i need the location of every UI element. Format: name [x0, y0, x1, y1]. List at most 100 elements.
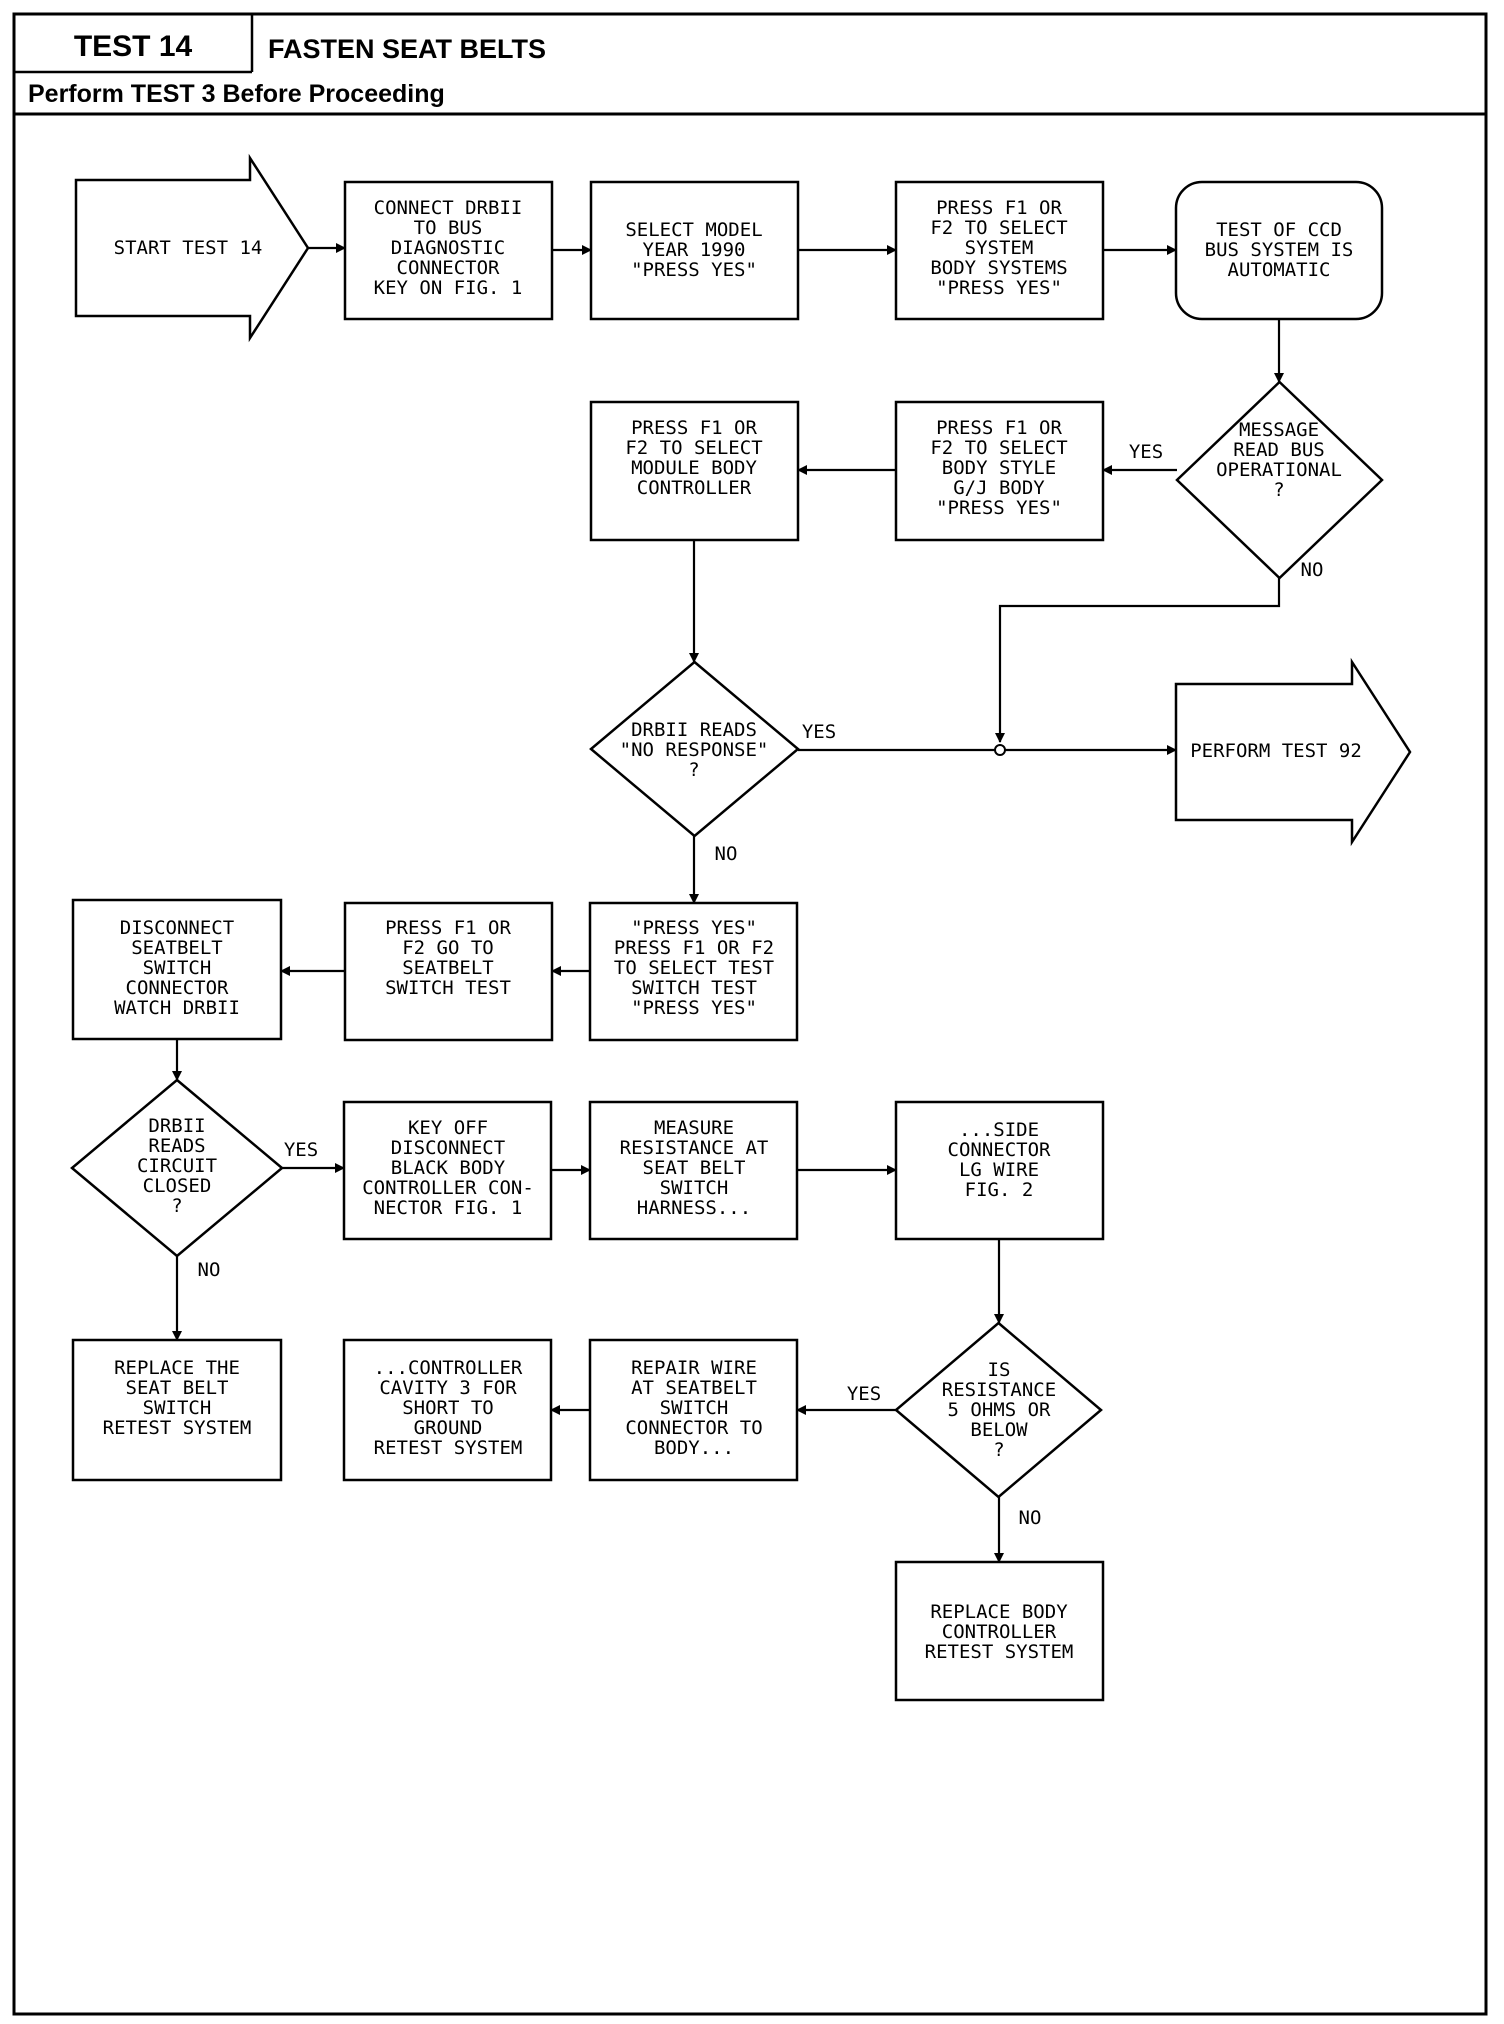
- node-text-line: BODY STYLE: [942, 457, 1056, 479]
- node-test92: PERFORM TEST 92: [1174, 657, 1412, 847]
- node-text-line: TO SELECT TEST: [614, 957, 774, 979]
- node-text-line: CONNECTOR: [126, 977, 230, 999]
- node-shape-rect: [343, 180, 554, 321]
- node-text-line: F2 GO TO: [402, 937, 494, 959]
- node-text-line: SWITCH TEST: [631, 977, 757, 999]
- node-text-line: CONNECTOR TO: [625, 1417, 762, 1439]
- edge-label-no: NO: [1301, 559, 1324, 581]
- node-text-line: F2 TO SELECT: [930, 437, 1067, 459]
- node-text-line: F2 TO SELECT: [930, 217, 1067, 239]
- edge-label-yes: YES: [1129, 441, 1163, 463]
- node-shape-diamond: [70, 1078, 284, 1258]
- node-text-line: SWITCH: [660, 1177, 729, 1199]
- node-text-line: ?: [688, 759, 699, 781]
- node-shape-rect: [588, 901, 799, 1042]
- node-text-line: MEASURE: [654, 1117, 734, 1139]
- node-text-line: AT SEATBELT: [631, 1377, 757, 1399]
- node-shape-rect: [588, 1338, 799, 1482]
- node-text-line: F2 TO SELECT: [625, 437, 762, 459]
- connectors: [172, 243, 1284, 1563]
- node-text-line: YEAR 1990: [643, 239, 746, 261]
- node-text-line: BLACK BODY: [391, 1157, 506, 1179]
- node-text-line: PRESS F1 OR: [936, 417, 1062, 439]
- node-text-line: BELOW: [970, 1419, 1028, 1441]
- node-shape-rect: [589, 180, 800, 321]
- node-text-line: TEST OF CCD: [1216, 219, 1342, 241]
- node-text-line: CAVITY 3 FOR: [379, 1377, 517, 1399]
- edge-label-no: NO: [1019, 1507, 1042, 1529]
- node-text-line: HARNESS...: [637, 1197, 751, 1219]
- node-text-line: SELECT MODEL: [625, 219, 762, 241]
- node-text-line: SYSTEM: [965, 237, 1034, 259]
- node-text-line: PRESS F1 OR: [936, 197, 1062, 219]
- node-text-line: "PRESS YES": [936, 497, 1062, 519]
- edge-label-yes: YES: [847, 1383, 881, 1405]
- node-text-line: "PRESS YES": [631, 997, 757, 1019]
- node-shape-diamond: [1175, 380, 1384, 580]
- node-text-line: SEAT BELT: [126, 1377, 229, 1399]
- page-frame: [12, 12, 1488, 2016]
- node-shape-diamond: [589, 660, 800, 838]
- edge-label-yes: YES: [284, 1139, 318, 1161]
- node-text-line: SWITCH: [143, 1397, 212, 1419]
- node-shape-rect: [894, 180, 1105, 321]
- node-start: START TEST 14: [74, 153, 310, 343]
- node-text-line: DRBII READS: [631, 719, 757, 741]
- edge-label-no: NO: [198, 1259, 221, 1281]
- node-text-line: WATCH DRBII: [114, 997, 240, 1019]
- node-text-line: ...SIDE: [959, 1119, 1039, 1141]
- node-shape-rect: [342, 1338, 553, 1482]
- node-text-line: CONTROLLER: [637, 477, 752, 499]
- node-text-line: DIAGNOSTIC: [391, 237, 505, 259]
- node-text-line: CIRCUIT: [137, 1155, 217, 1177]
- node-text-line: SHORT TO: [402, 1397, 494, 1419]
- node-text-line: CLOSED: [143, 1175, 212, 1197]
- node-text-line: "NO RESPONSE": [620, 739, 769, 761]
- node-shape-rect: [589, 400, 800, 542]
- node-text-line: TO BUS: [414, 217, 483, 239]
- node-text-line: RETEST SYSTEM: [925, 1641, 1074, 1663]
- node-text-line: 5 OHMS OR: [948, 1399, 1052, 1421]
- edge-label-no: NO: [715, 843, 738, 865]
- node-text-line: SEATBELT: [402, 957, 494, 979]
- node-text-line: LG WIRE: [959, 1159, 1039, 1181]
- node-text-line: REPLACE THE: [114, 1357, 240, 1379]
- node-text-line: PRESS F1 OR: [631, 417, 757, 439]
- node-text-line: IS: [988, 1359, 1011, 1381]
- node-text-line: SEATBELT: [131, 937, 223, 959]
- node-text-line: CONNECTOR: [397, 257, 501, 279]
- node-text-line: SWITCH: [660, 1397, 729, 1419]
- node-text-line: SWITCH TEST: [385, 977, 511, 999]
- node-text-line: "PRESS YES": [631, 259, 757, 281]
- header: TEST 14 FASTEN SEAT BELTS Perform TEST 3…: [12, 12, 1488, 2016]
- node-text-line: RETEST SYSTEM: [103, 1417, 252, 1439]
- test-number: TEST 14: [74, 30, 193, 63]
- node-text-line: CONNECT DRBII: [374, 197, 523, 219]
- node-text-line: GROUND: [414, 1417, 483, 1439]
- node-text-line: ?: [1273, 479, 1284, 501]
- prerequisite-note: Perform TEST 3 Before Proceeding: [28, 80, 445, 108]
- node-text-line: "PRESS YES": [631, 917, 757, 939]
- node-text-line: ...CONTROLLER: [374, 1357, 523, 1379]
- node-text-line: OPERATIONAL: [1216, 459, 1342, 481]
- test-title: FASTEN SEAT BELTS: [268, 34, 546, 64]
- node-text-line: PRESS F1 OR F2: [614, 937, 774, 959]
- node-text-line: REPAIR WIRE: [631, 1357, 757, 1379]
- node-shape-rect: [894, 1100, 1105, 1241]
- node-text-line: G/J BODY: [953, 477, 1045, 499]
- connector-msg-bus-to-test92: [995, 578, 1281, 743]
- node-text-line: RETEST SYSTEM: [374, 1437, 523, 1459]
